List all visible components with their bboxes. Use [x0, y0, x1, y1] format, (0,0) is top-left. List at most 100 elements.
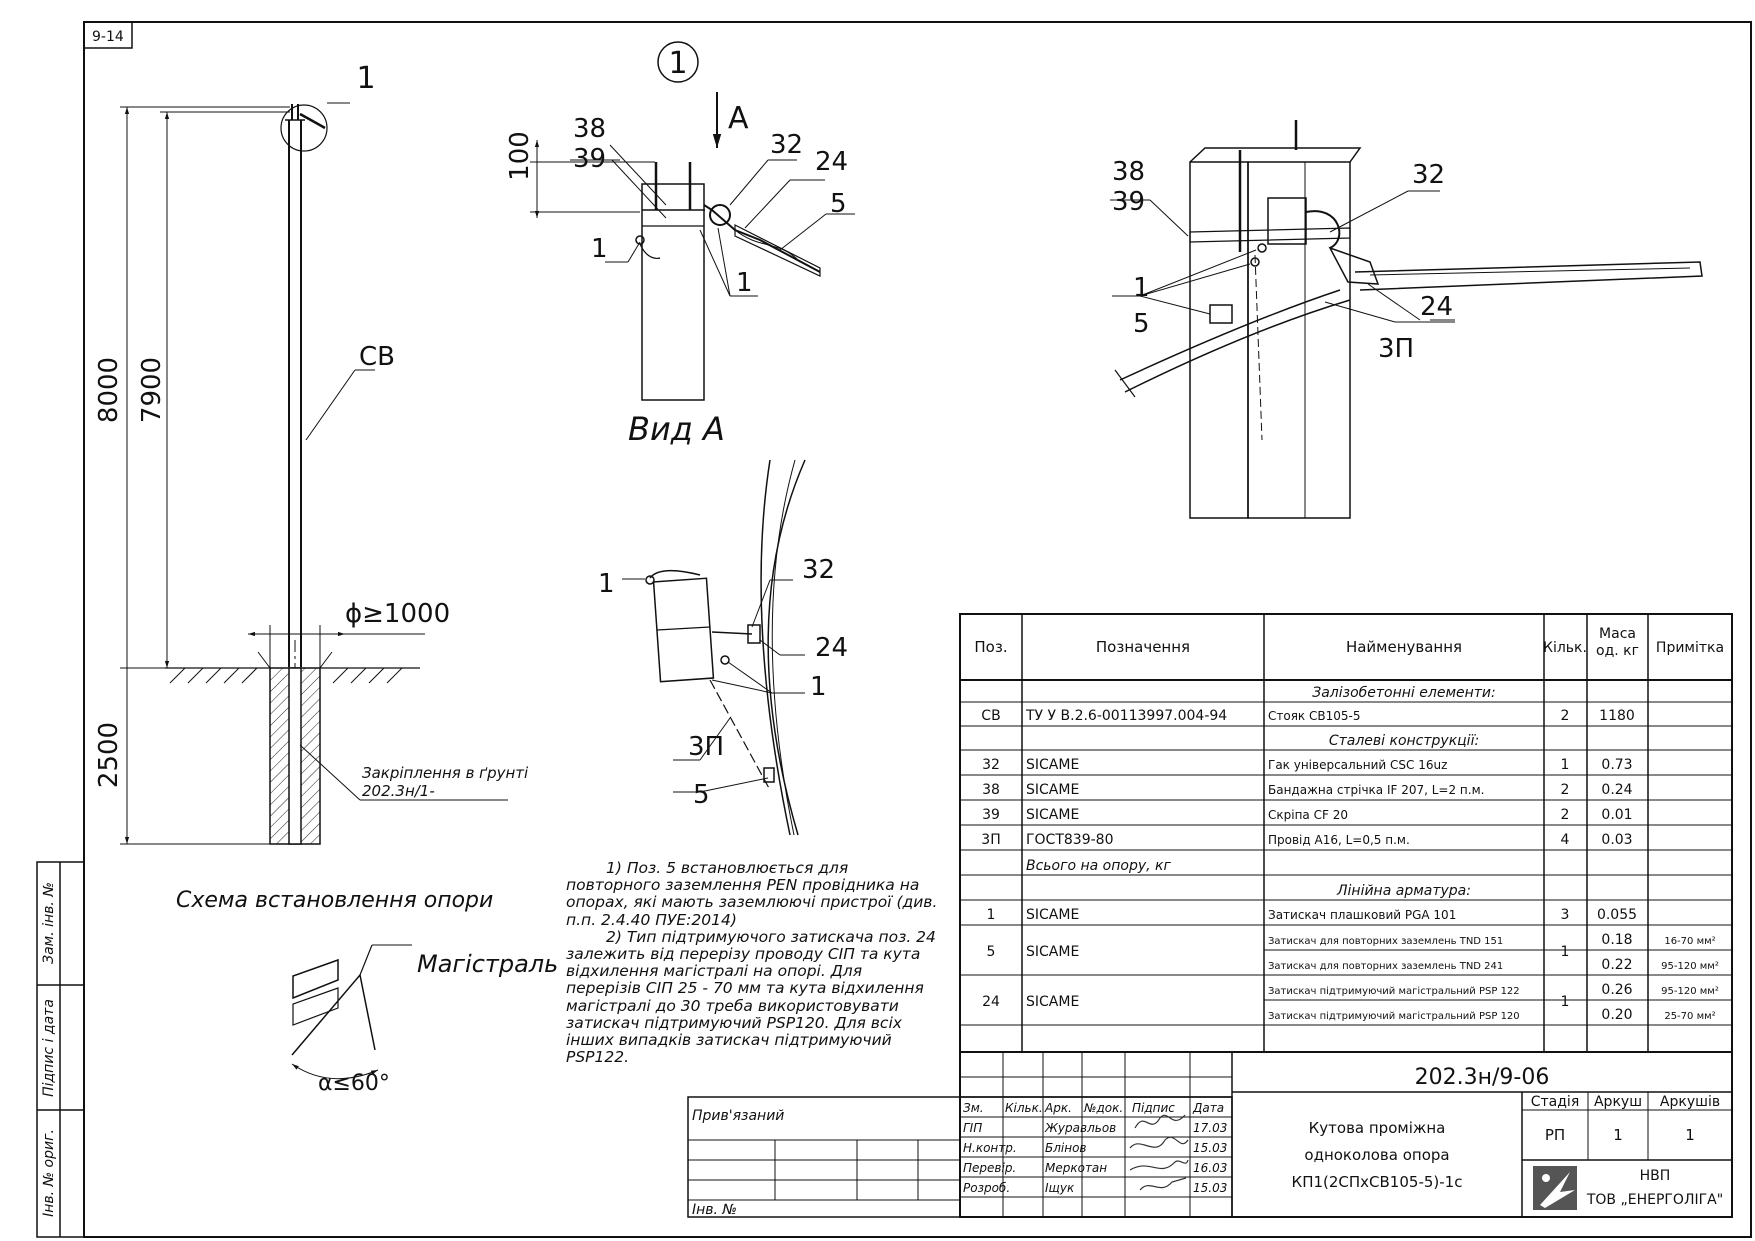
dim-embedment-depth: 2500	[94, 722, 124, 788]
org-line-1: НВП	[1640, 1168, 1671, 1184]
signature-date: 17.03	[1193, 1121, 1227, 1135]
spec-cell-name: Гак універсальний CSC 16uz	[1268, 758, 1447, 772]
sheet-value: 1	[1613, 1126, 1623, 1144]
view-a-pos-38: 38	[573, 114, 606, 144]
side-label-replace-inv: Зам. інв. №	[41, 882, 57, 964]
signature-role: Розроб.	[963, 1181, 1010, 1195]
note-2: 2) Тип підтримуючого затискача поз. 24 з…	[566, 927, 936, 1067]
dim-100: 100	[505, 131, 535, 181]
plan-pos-5: 5	[693, 780, 710, 810]
company-logo-icon	[1533, 1166, 1577, 1210]
spec-cell-note: 16-70 мм²	[1664, 936, 1715, 947]
spec-cell-designation: ТУ У В.2.6-00113997.004-94	[1025, 708, 1227, 724]
spec-cell-note: 95-120 мм²	[1661, 986, 1719, 997]
signature-role: Н.контр.	[963, 1141, 1017, 1155]
spec-cell-name: Затискач для повторних заземлень TND 151	[1268, 936, 1503, 947]
spec-cell-pos: 24	[982, 994, 1000, 1010]
signature-name: Меркотан	[1045, 1161, 1107, 1175]
spec-section-steel: Сталеві конструкції:	[1329, 733, 1479, 749]
dim-above-ground: 7900	[137, 357, 167, 423]
spec-cell-pos: СВ	[981, 708, 1000, 724]
spec-cell-qty: 1	[1561, 994, 1570, 1010]
corner-code: 9-14	[92, 29, 124, 45]
spec-cell-name: Затискач плашковий PGA 101	[1268, 908, 1456, 922]
view-a-pos-5: 5	[830, 189, 847, 219]
spec-cell-designation: ГОСТ839-80	[1026, 832, 1113, 848]
main-line-label: Магістраль	[417, 950, 558, 978]
spec-cell-pos: 32	[982, 757, 1000, 773]
spec-cell-mass: 0.22	[1601, 957, 1632, 973]
pole-installation-schema	[120, 102, 508, 845]
spec-cell-designation: SICAME	[1026, 994, 1079, 1010]
org-line-2: ТОВ „ЕНЕРГОЛІГА"	[1586, 1192, 1723, 1208]
signature-name: Блінов	[1045, 1141, 1087, 1155]
signature-row: Розроб. Іщук 15.03	[963, 1181, 1227, 1195]
signature-row: Перевір. Меркотан 16.03	[963, 1161, 1227, 1175]
spec-cell-name: Затискач підтримуючий магістральний PSP …	[1268, 1010, 1520, 1022]
spec-cell-mass: 0.03	[1601, 832, 1632, 848]
spec-section-fittings: Лінійна арматура:	[1336, 883, 1471, 899]
spec-section-concrete: Залізобетонні елементи:	[1312, 685, 1496, 701]
isometric-detail	[1110, 120, 1703, 519]
spec-header-name: Найменування	[1346, 638, 1462, 656]
spec-cell-designation: SICAME	[1026, 944, 1079, 960]
view-a-pos-24: 24	[815, 147, 848, 177]
callout-main-number: 1	[356, 61, 375, 96]
view-a-pos-39: 39	[573, 144, 606, 174]
spec-cell-mass: 0.73	[1601, 757, 1632, 773]
spec-cell-mass: 1180	[1599, 708, 1635, 724]
spec-cell-qty: 2	[1561, 807, 1570, 823]
view-a-pos-1-right: 1	[736, 268, 753, 298]
plan-pos-3p: 3П	[688, 732, 724, 762]
spec-row: 5 SICAME Затискач для повторних заземлен…	[987, 932, 1716, 960]
iso-pos-39: 39	[1112, 187, 1145, 217]
iso-pos-32: 32	[1412, 160, 1445, 190]
schema-caption: Схема встановлення опори	[176, 888, 493, 913]
signature-role: Перевір.	[963, 1161, 1016, 1175]
ground-fix-ref: 202.3н/1-	[362, 782, 435, 800]
stage-value: РП	[1545, 1126, 1565, 1144]
spec-cell-note: 95-120 мм²	[1661, 961, 1719, 972]
iso-pos-3p: 3П	[1378, 334, 1414, 364]
spec-row: 39 SICAME Скріпа CF 20 2 0.01	[982, 807, 1633, 823]
spec-row: 24 SICAME Затискач підтримуючий магістра…	[982, 982, 1719, 1010]
spec-cell-mass: 0.01	[1601, 807, 1632, 823]
spec-cell-qty: 2	[1561, 782, 1570, 798]
dim-total-height: 8000	[94, 357, 124, 423]
spec-header-pos: Поз.	[974, 638, 1007, 656]
iso-pos-38: 38	[1112, 157, 1145, 187]
spec-cell-qty: 2	[1561, 708, 1570, 724]
spec-cell-pos: 1	[987, 907, 996, 923]
spec-cell-designation: SICAME	[1026, 907, 1079, 923]
detail-number: 1	[668, 46, 687, 81]
spec-cell-name: Провід А16, L=0,5 п.м.	[1268, 833, 1410, 847]
spec-cell-mass: 0.18	[1601, 932, 1632, 948]
spec-cell-mass: 0.20	[1601, 1007, 1632, 1023]
spec-cell-name: Затискач для повторних заземлень TND 241	[1268, 961, 1503, 972]
spec-header-note: Примітка	[1656, 640, 1724, 656]
spec-cell-pos: 38	[982, 782, 1000, 798]
spec-table-grid	[959, 613, 1733, 1053]
spec-header-mass-box: Маса од. кг	[1596, 626, 1639, 659]
spec-header-mass: Маса од. кг	[1596, 626, 1639, 659]
signature-date: 16.03	[1193, 1161, 1227, 1175]
side-label-signature-date: Підпис і дата	[41, 999, 57, 1097]
spec-cell-mass: 0.24	[1601, 782, 1632, 798]
spec-cell-mass: 0.26	[1601, 982, 1632, 998]
spec-cell-pos: 5	[987, 944, 996, 960]
title-line-3: КП1(2СПхСВ105-5)-1с	[1292, 1173, 1463, 1191]
spec-cell-pos: 3П	[981, 832, 1000, 848]
note-1: 1) Поз. 5 встановлюється для повторного …	[566, 859, 938, 929]
plan-pos-24: 24	[815, 633, 848, 663]
view-a-caption: Вид А	[628, 410, 725, 448]
iso-pos-24: 24	[1420, 292, 1453, 322]
spec-row: 38 SICAME Бандажна стрічка IF 207, L=2 п…	[982, 782, 1633, 798]
ground-fix-label: Закріплення в ґрунті	[362, 764, 529, 782]
sheet-label: Аркуш	[1594, 1094, 1642, 1110]
spec-row: 1 SICAME Затискач плашковий PGA 101 3 0.…	[987, 907, 1638, 923]
signature-name: Іщук	[1045, 1181, 1075, 1195]
view-a-pos-1-left: 1	[591, 234, 608, 264]
drawing-notes: 1) Поз. 5 встановлюється для повторного …	[566, 859, 938, 1067]
view-a-arrow-label: А	[728, 101, 749, 136]
